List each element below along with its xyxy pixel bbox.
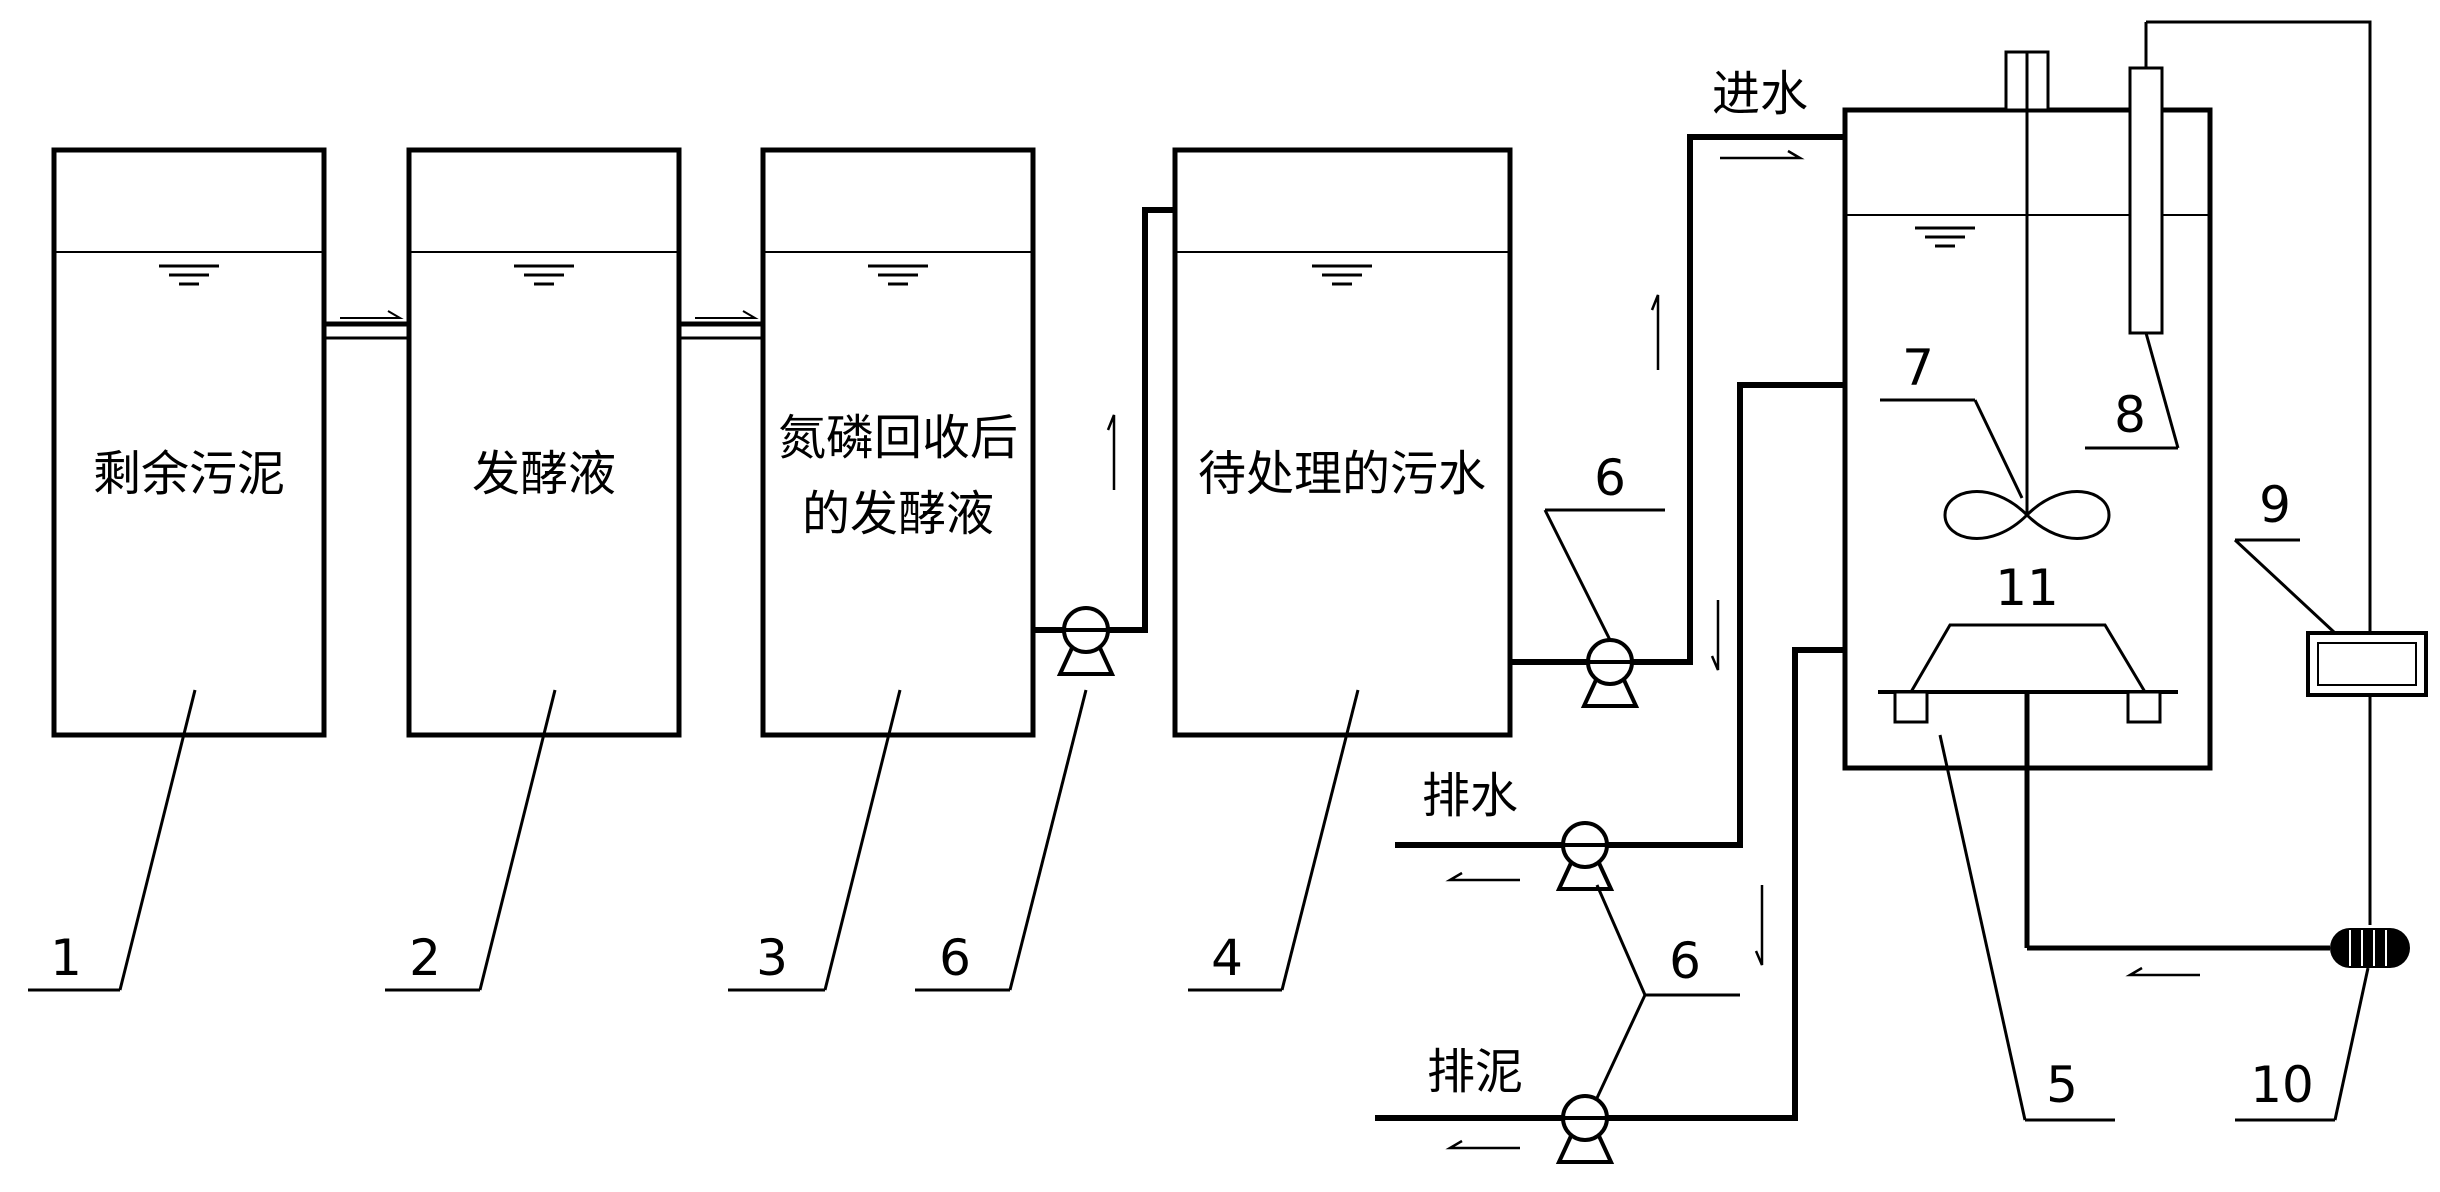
pump-leader xyxy=(1008,689,1088,991)
water-level-icon xyxy=(1913,226,1977,248)
probe-body xyxy=(2128,66,2164,335)
probe-leader xyxy=(2144,332,2180,449)
pipe-4-to-reactor: 进水 6 xyxy=(1510,66,1845,708)
flow-arrow-left xyxy=(2125,966,2200,977)
drain-pump-leader-lower xyxy=(1595,994,1647,1099)
stirrer-impeller-icon xyxy=(1943,490,2111,540)
tank-3-label-line-1: 氮磷回收后 xyxy=(778,410,1018,466)
flow-arrow-right xyxy=(340,310,404,319)
tank-1-number: 1 xyxy=(50,929,82,987)
drain-sludge-line: 排泥 xyxy=(1375,647,1845,1164)
pump-icon xyxy=(1582,638,1638,708)
drain-pumps-label: 6 xyxy=(1595,884,1740,1099)
tank-4-leader xyxy=(1280,689,1360,991)
flow-arrow-right xyxy=(695,310,759,319)
controller-number: 9 xyxy=(2259,476,2291,534)
probe-signal-wire xyxy=(2146,20,2372,633)
tank-3-body xyxy=(760,147,1036,738)
inlet-label: 进水 xyxy=(1712,66,1808,122)
aerator-diffuser-right-icon xyxy=(2126,690,2162,724)
reactor-leader xyxy=(1938,734,2027,1121)
flow-arrow-left xyxy=(1445,1139,1520,1150)
drain-pump-number: 6 xyxy=(1669,932,1701,990)
tank-1-label: 剩余污泥 xyxy=(93,446,285,502)
controller-9-screen xyxy=(2317,642,2417,686)
drain-water-line: 排水 xyxy=(1395,382,1845,891)
tank-3-number: 3 xyxy=(756,929,788,987)
water-level-icon xyxy=(157,264,221,286)
blower-leader xyxy=(2333,967,2370,1121)
drain-sludge-label: 排泥 xyxy=(1427,1044,1523,1100)
tank-2-label: 发酵液 xyxy=(472,446,616,502)
tank-4-body xyxy=(1172,147,1513,738)
water-level-icon xyxy=(866,264,930,286)
probe-number: 8 xyxy=(2114,386,2146,444)
reactor-number: 5 xyxy=(2046,1056,2078,1114)
stirrer-number: 7 xyxy=(1902,339,1934,397)
aerator-11: 11 xyxy=(1878,559,2178,948)
tank-1-leader xyxy=(118,689,197,991)
flow-arrow-down xyxy=(1754,885,1764,966)
pump-icon xyxy=(1557,821,1613,891)
blower-number: 10 xyxy=(2250,1056,2314,1114)
pipe-1-to-2 xyxy=(324,310,409,340)
aerator-number: 11 xyxy=(1995,559,2059,617)
inlet-pump-leader xyxy=(1543,509,1612,641)
tank-4-wastewater: 待处理的污水 4 xyxy=(1172,147,1513,992)
stirrer-leader xyxy=(1973,399,2024,499)
stirrer-7: 7 xyxy=(1880,50,2111,540)
tank-4-label: 待处理的污水 xyxy=(1198,446,1486,502)
tank-4-number: 4 xyxy=(1211,929,1243,987)
tank-1-excess-sludge: 剩余污泥 1 xyxy=(28,147,327,992)
aerator-diffuser-left-icon xyxy=(1893,690,1929,724)
flow-arrow-up xyxy=(1650,294,1660,370)
drain-water-label: 排水 xyxy=(1422,768,1518,824)
pump-icon xyxy=(1058,606,1114,676)
water-level-icon xyxy=(512,264,576,286)
reactor-5: 7 8 11 5 xyxy=(1842,22,2213,1122)
pipe-2-to-3 xyxy=(679,310,763,340)
pump-icon xyxy=(1557,1094,1613,1164)
tank-3-label-line-2: 的发酵液 xyxy=(802,486,994,542)
tank-1-body xyxy=(51,147,327,738)
pump-number: 6 xyxy=(939,929,971,987)
tank-2-number: 2 xyxy=(409,929,441,987)
inlet-pump-number: 6 xyxy=(1594,449,1626,507)
blower-10-icon xyxy=(2330,928,2410,968)
flow-arrow-left xyxy=(1445,871,1520,882)
controller-leader xyxy=(2233,538,2337,635)
tank-2-leader xyxy=(478,689,557,991)
tank-2-fermentation-liquid: 发酵液 2 xyxy=(385,147,682,992)
control-loop: 9 10 xyxy=(2027,20,2428,1122)
water-level-icon xyxy=(1310,264,1374,286)
probe-8: 8 xyxy=(2085,22,2180,450)
flow-arrow-up xyxy=(1106,414,1116,490)
pipe-3-to-4: 6 xyxy=(915,207,1175,992)
tank-3-recovered-fermentation-liquid: 氮磷回收后 的发酵液 3 xyxy=(728,147,1036,992)
flow-arrow-right xyxy=(1720,149,1805,160)
flow-arrow-down xyxy=(1710,600,1720,671)
tank-3-leader xyxy=(823,689,902,991)
drain-pump-leader-upper xyxy=(1595,884,1647,996)
tank-2-body xyxy=(406,147,682,738)
aerator-leader xyxy=(1909,623,2147,693)
